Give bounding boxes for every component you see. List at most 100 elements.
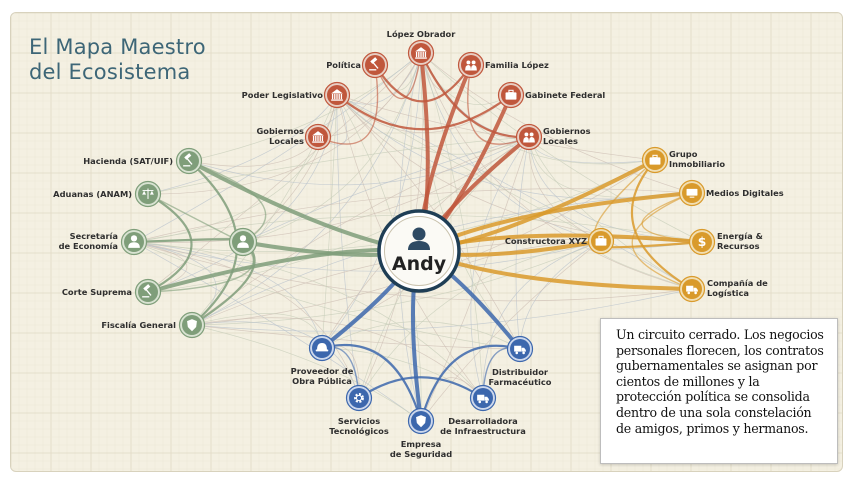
- gavel-icon: [183, 153, 193, 167]
- quote-caption-box: Un circuito cerrado. Los negocios person…: [600, 318, 838, 464]
- node-label-familia-lopez: Familia López: [485, 60, 549, 70]
- faint-link: [147, 94, 338, 195]
- faint-link: [133, 136, 530, 243]
- node-label-hacienda: Hacienda (SAT/UIF): [83, 156, 173, 166]
- briefcase-icon: [595, 235, 607, 246]
- node-label-medios-digitales: Medios Digitales: [706, 188, 784, 198]
- capitol-icon: [415, 47, 427, 59]
- faint-link: [133, 241, 521, 350]
- hardhat-icon: [315, 343, 329, 352]
- node-energia-recursos: $ Energía &Recursos: [688, 228, 763, 256]
- faint-link: [133, 241, 693, 302]
- faint-link: [147, 136, 530, 195]
- faint-link: [321, 240, 602, 349]
- faint-link: [358, 240, 602, 399]
- node-disc: [124, 232, 144, 252]
- group-link: [374, 52, 422, 100]
- faint-link: [420, 52, 693, 290]
- faint-link: [191, 321, 360, 399]
- node-label-politica: Política: [326, 60, 361, 70]
- node-disc: [461, 55, 481, 75]
- node-disc: [692, 232, 712, 252]
- svg-text:$: $: [698, 235, 707, 249]
- person-icon: [128, 235, 140, 248]
- faint-link: [191, 317, 484, 399]
- faint-link: [482, 240, 602, 399]
- building-icon: [331, 89, 343, 101]
- shield-icon: [416, 415, 426, 428]
- faint-link: [191, 288, 693, 332]
- quote-caption-text: Un circuito cerrado. Los negocios person…: [616, 327, 824, 436]
- node-gabinete-federal: Gabinete Federal: [497, 81, 605, 109]
- node-label-aduanas: Aduanas (ANAM): [53, 189, 132, 199]
- faint-link: [528, 136, 602, 242]
- node-fiscalia-general: Fiscalía General: [101, 311, 206, 339]
- node-label-constructora-xyz: Constructora XYZ: [505, 236, 587, 246]
- center-label: Andy: [392, 253, 447, 275]
- faint-link: [515, 136, 530, 350]
- node-disc: [232, 231, 254, 253]
- faint-link: [188, 136, 530, 186]
- faint-link: [191, 94, 338, 326]
- faint-link: [133, 241, 484, 399]
- faint-link: [242, 136, 530, 243]
- faint-link: [336, 94, 360, 399]
- center-node-inner: [384, 216, 454, 286]
- group-link: [641, 192, 703, 243]
- gear-icon: [354, 393, 364, 403]
- faint-link: [147, 94, 338, 293]
- truck-icon: [686, 285, 698, 295]
- map-title-line-1: El Mapa Maestro: [29, 35, 206, 59]
- node-aduanas: Aduanas (ANAM): [53, 180, 162, 208]
- building-icon: [312, 131, 324, 143]
- group-link: [467, 64, 530, 145]
- node-constructora-xyz: Constructora XYZ: [505, 227, 615, 255]
- node-label-poder-legislativo: Poder Legislativo: [242, 90, 324, 100]
- link-proveedor-obra-empresa-seguridad: [320, 343, 423, 423]
- node-label-corte-suprema: Corte Suprema: [62, 287, 132, 297]
- node-label-energia-recursos: Energía &Recursos: [717, 231, 763, 251]
- node-familia-lopez: Familia López: [457, 51, 549, 79]
- node-politica: Política: [326, 51, 389, 79]
- node-label-fiscalia-general: Fiscalía General: [101, 320, 176, 330]
- faint-link: [147, 52, 422, 195]
- truck-icon: [477, 394, 489, 404]
- family-icon: [465, 60, 477, 71]
- faint-link: [133, 241, 422, 422]
- faint-link: [321, 321, 521, 350]
- people-icon: [523, 132, 535, 143]
- faint-link: [528, 136, 693, 290]
- link-servicios-tecno-desarrolladora-infra: [357, 376, 485, 400]
- node-medios-digitales: Medios Digitales: [678, 179, 784, 207]
- node-label-gabinete-federal: Gabinete Federal: [525, 90, 605, 100]
- faint-link: [133, 241, 323, 349]
- node-hub-estado: [228, 227, 258, 257]
- scale-icon: [142, 188, 154, 199]
- link-grupo-inmobiliario-compania-logistica: [630, 158, 694, 291]
- faint-link: [420, 52, 703, 243]
- dollar-icon: $: [698, 235, 707, 249]
- node-poder-legislativo: Poder Legislativo: [242, 81, 351, 109]
- truck-icon: [514, 345, 526, 355]
- briefcase-icon: [505, 89, 517, 100]
- person-icon: [237, 235, 249, 248]
- group-link: [631, 192, 693, 290]
- node-disc: [519, 127, 539, 147]
- group-link: [317, 64, 379, 145]
- faint-link: [336, 94, 656, 161]
- faint-link: [242, 94, 338, 243]
- faint-link: [321, 52, 422, 349]
